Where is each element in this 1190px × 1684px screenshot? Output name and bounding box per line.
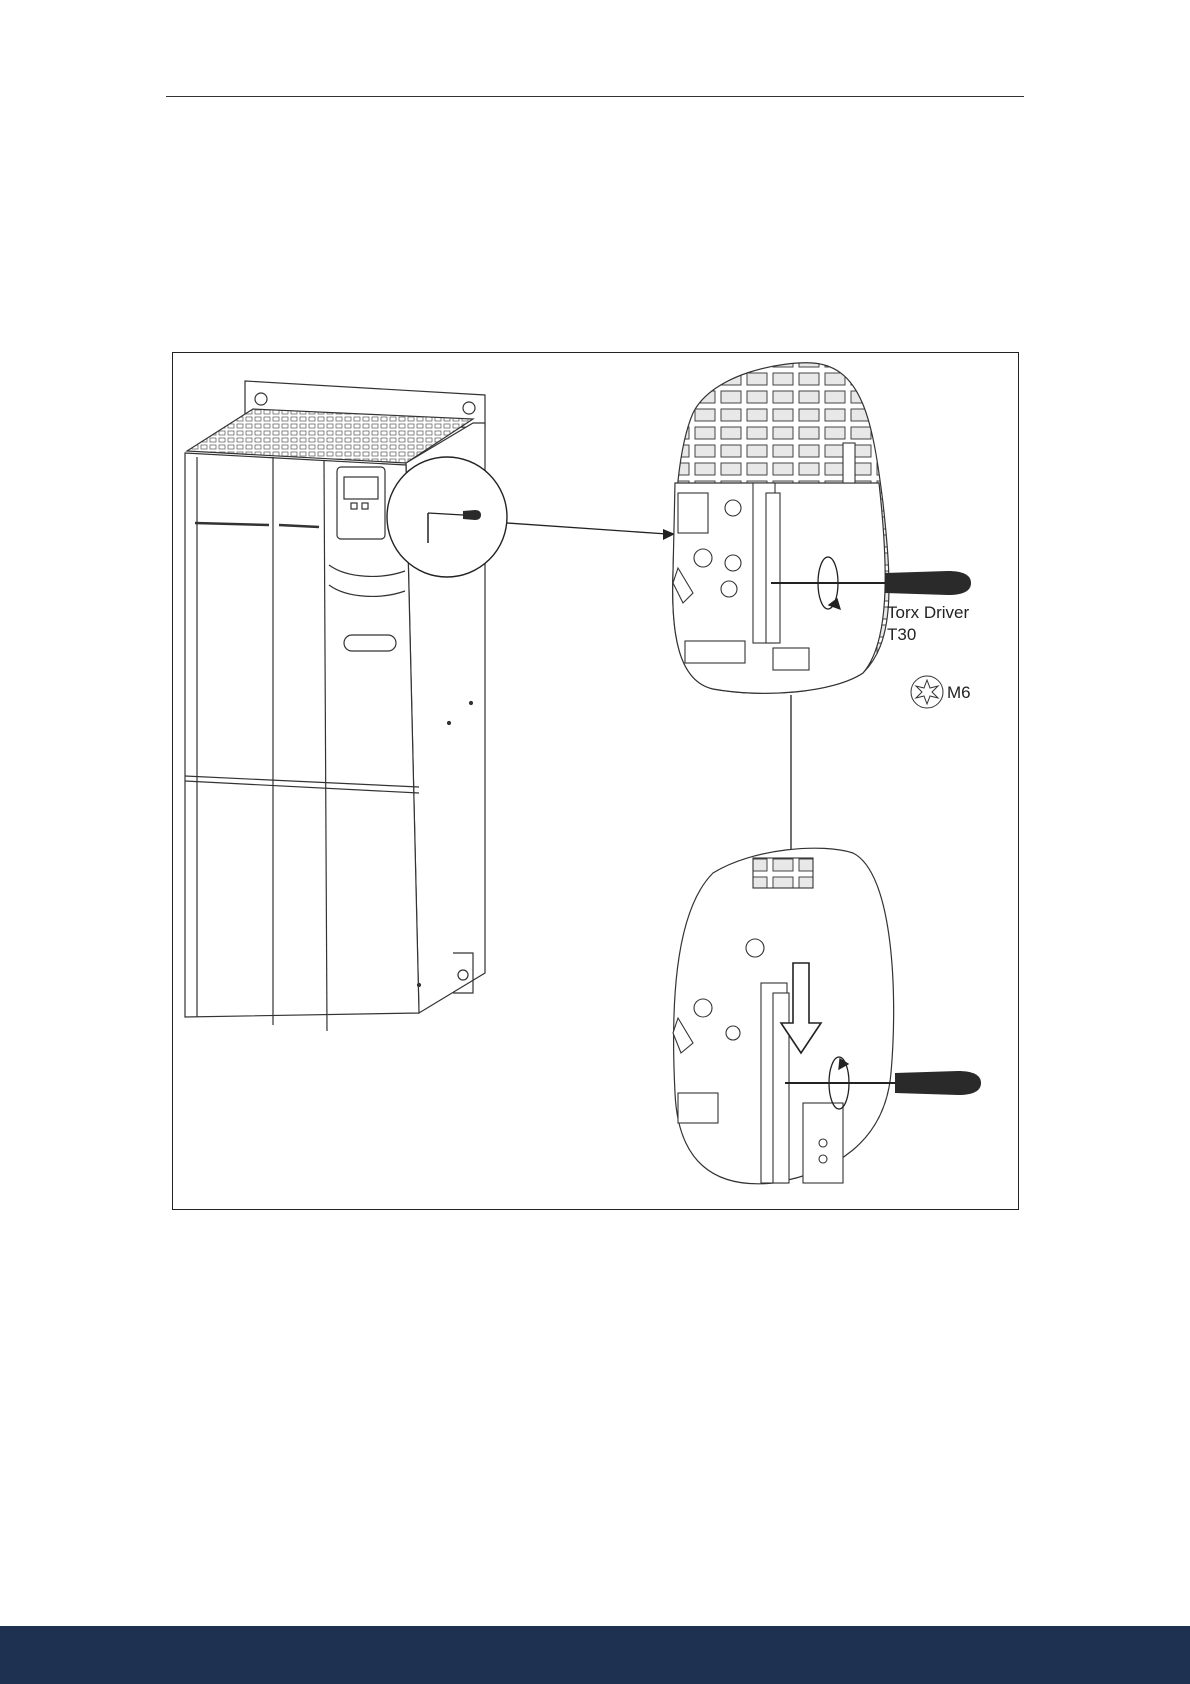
header-rule — [166, 96, 1024, 97]
installation-figure: Torx Driver T30 M6 — [172, 352, 1019, 1210]
tool-label-line2: T30 — [887, 625, 916, 644]
screwdriver-icon — [885, 571, 971, 595]
torx-m6-symbol — [911, 676, 943, 708]
callout-arrow — [507, 523, 675, 540]
screwdriver-icon — [895, 1071, 981, 1095]
tool-label-line1: Torx Driver — [887, 603, 970, 622]
detail-view-1 — [673, 363, 971, 694]
torx-screw-icon — [694, 999, 712, 1017]
footer-band — [0, 1626, 1190, 1684]
detail-callout-circle — [387, 457, 507, 577]
screw-label: M6 — [947, 683, 971, 702]
detail-view-2 — [673, 848, 981, 1184]
torx-screw-icon — [721, 581, 737, 597]
figure-drawing: Torx Driver T30 M6 — [173, 353, 1020, 1211]
small-screwdriver-icon — [463, 510, 481, 520]
